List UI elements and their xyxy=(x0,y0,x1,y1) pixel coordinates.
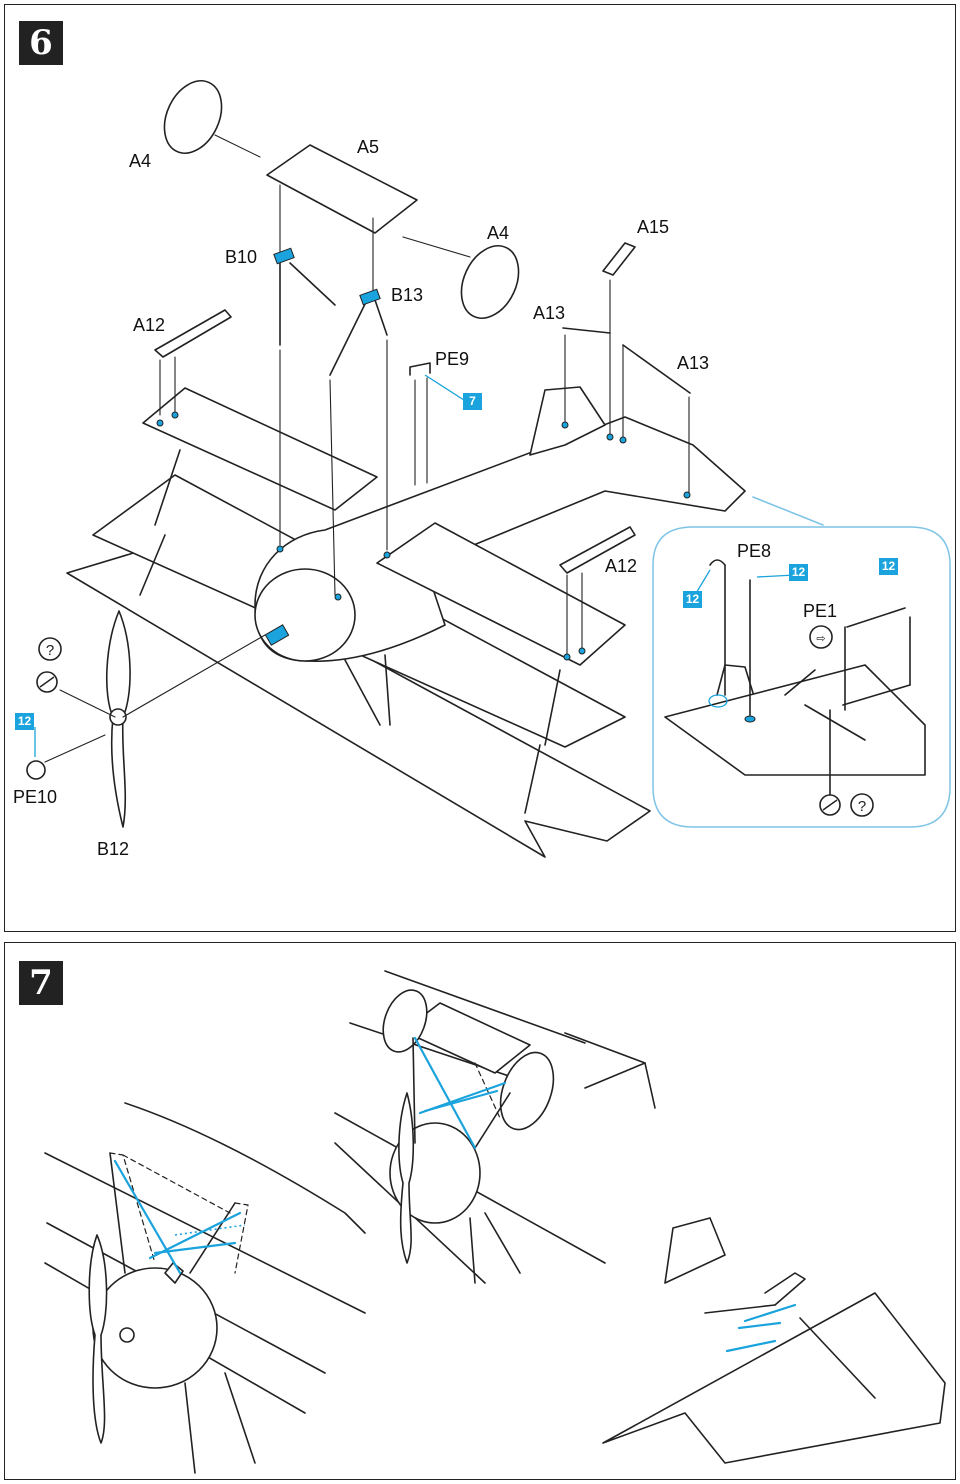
label-a4-left: A4 xyxy=(129,151,152,171)
front-view-propeller xyxy=(88,1234,108,1444)
tail-view-fin xyxy=(664,1217,726,1284)
label-pe9: PE9 xyxy=(435,349,470,369)
question-glyph: ? xyxy=(46,642,54,659)
b10-strut xyxy=(279,262,336,346)
a13-right-part xyxy=(622,344,691,394)
a12-right-part xyxy=(559,526,636,574)
label-a12-right: A12 xyxy=(605,556,638,576)
front-view xyxy=(44,1102,366,1474)
tail-left-color-chip: 12 xyxy=(683,591,702,608)
middle-view xyxy=(334,970,656,1284)
label-pe1: PE1 xyxy=(803,601,838,621)
pe1-color-chip: 12 xyxy=(879,558,898,575)
a15-part xyxy=(602,242,636,276)
pe10-washer xyxy=(26,760,46,780)
question-glyph-detail: ? xyxy=(858,798,866,815)
step-6-panel: 6 xyxy=(4,4,956,932)
front-view-cowling xyxy=(92,1267,218,1389)
step-6-drawing: ? ? ⇨ xyxy=(26,80,951,858)
tail-fin xyxy=(529,386,606,456)
label-a15: A15 xyxy=(637,217,670,237)
tail-view xyxy=(602,1217,946,1464)
top-wing-right xyxy=(376,522,626,666)
label-pe8: PE8 xyxy=(737,541,772,561)
a5-axle-wing xyxy=(266,144,418,234)
label-b10: B10 xyxy=(225,247,258,267)
pe9-part xyxy=(409,362,431,376)
step-number-badge: 7 xyxy=(19,961,63,1005)
question-icon xyxy=(38,637,62,661)
label-a12-left: A12 xyxy=(133,315,166,335)
top-wing-left xyxy=(142,387,378,511)
pe9-color-chip: 7 xyxy=(463,393,482,410)
drill-glyph: ⇨ xyxy=(816,633,825,645)
a4-wheel-right xyxy=(460,245,520,319)
a13-left-part xyxy=(562,327,611,334)
label-b13: B13 xyxy=(391,285,424,305)
step-number-badge: 6 xyxy=(19,21,63,65)
pe8-color-chip: 12 xyxy=(789,564,808,581)
label-a13-left: A13 xyxy=(533,303,566,323)
label-a5: A5 xyxy=(357,137,380,157)
engine-cowling xyxy=(254,568,356,662)
step-7-drawing xyxy=(44,970,946,1474)
label-pe10: PE10 xyxy=(13,787,58,807)
b13-strut xyxy=(329,299,388,376)
a4-wheel-left xyxy=(163,80,223,154)
pe10-color-chip: 12 xyxy=(15,713,34,730)
middle-view-axle-wing xyxy=(402,1002,531,1074)
label-a13-right: A13 xyxy=(677,353,710,373)
middle-view-wheel-left xyxy=(382,989,428,1053)
label-b12: B12 xyxy=(97,839,130,859)
a12-left-part xyxy=(154,309,232,358)
drill-icon xyxy=(809,625,833,649)
middle-view-propeller xyxy=(398,1092,415,1264)
label-a4-right: A4 xyxy=(487,223,510,243)
question-icon-detail xyxy=(850,793,874,817)
step-7-panel: 7 xyxy=(4,942,956,1480)
